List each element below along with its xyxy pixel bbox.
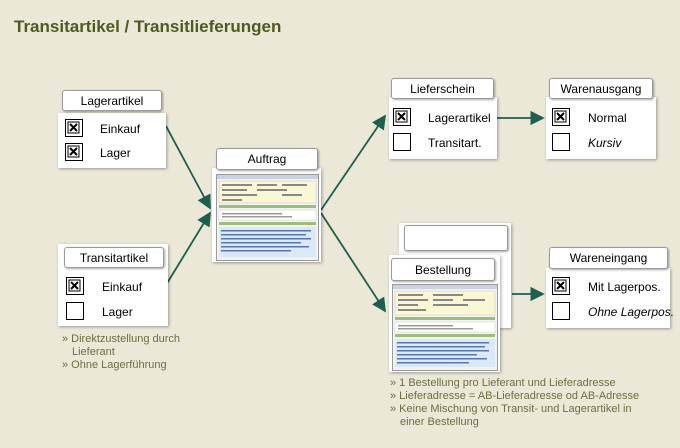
empty-box-icon bbox=[552, 302, 570, 320]
note-line: einer Bestellung bbox=[400, 416, 479, 428]
checked-box-icon bbox=[66, 277, 84, 295]
bestellung-notes: » 1 Bestellung pro Lieferant und Liefera… bbox=[390, 377, 639, 429]
auftrag-header: Auftrag bbox=[216, 148, 318, 170]
wareneingang-row-label: Mit Lagerpos. bbox=[588, 280, 661, 294]
bestellung-screenshot-thumbnail bbox=[392, 284, 498, 371]
empty-box-icon bbox=[393, 133, 411, 151]
bestellung-back-header bbox=[404, 225, 508, 251]
lieferschein-row-label: Transitart. bbox=[428, 136, 482, 150]
note-line: » Direktzustellung durch bbox=[62, 333, 181, 345]
lieferschein-row-label: Lagerartikel bbox=[428, 111, 491, 125]
note-line: Lieferant bbox=[72, 346, 115, 358]
checked-box-icon bbox=[65, 119, 83, 137]
transitartikel-row-label: Einkauf bbox=[102, 280, 143, 294]
note-line: » Lieferadresse = AB-Lieferadresse od AB… bbox=[390, 390, 640, 402]
checked-box-icon bbox=[65, 143, 83, 161]
lieferschein-header: Lieferschein bbox=[391, 78, 494, 99]
lagerartikel-row-label: Einkauf bbox=[100, 122, 141, 136]
arrow-transit-to-auftrag bbox=[165, 211, 211, 286]
arrow-lager-to-auftrag bbox=[165, 125, 211, 210]
warenausgang-row-label: Kursiv bbox=[588, 136, 622, 150]
checked-box-icon bbox=[393, 108, 411, 126]
arrow-auftrag-to-bestellung bbox=[320, 212, 386, 313]
transitartikel-notes: » Direktzustellung durch Lieferant » Ohn… bbox=[62, 333, 180, 372]
checked-box-icon bbox=[552, 108, 570, 126]
empty-box-icon bbox=[66, 302, 84, 320]
transitartikel-row-label: Lager bbox=[102, 305, 133, 319]
note-line: » Ohne Lagerführung bbox=[62, 359, 167, 371]
page-title: Transitartikel / Transitlieferungen bbox=[14, 17, 282, 36]
warenausgang-header: Warenausgang bbox=[549, 78, 653, 99]
checked-box-icon bbox=[552, 277, 570, 295]
empty-box-icon bbox=[552, 133, 570, 151]
lagerartikel-header: Lagerartikel bbox=[62, 90, 162, 111]
warenausgang-row-label: Normal bbox=[588, 111, 627, 125]
transitartikel-header: Transitartikel bbox=[64, 247, 164, 268]
lagerartikel-row-label: Lager bbox=[100, 146, 131, 160]
note-line: » Keine Mischung von Transit- und Lagera… bbox=[390, 403, 632, 415]
bestellung-header: Bestellung bbox=[391, 258, 495, 281]
arrow-auftrag-to-lieferschein bbox=[320, 114, 387, 211]
wareneingang-header: Wareneingang bbox=[549, 247, 668, 269]
auftrag-screenshot-thumbnail bbox=[216, 174, 319, 261]
wareneingang-row-label: Ohne Lagerpos. bbox=[588, 305, 675, 319]
note-line: » 1 Bestellung pro Lieferant und Liefera… bbox=[390, 377, 616, 389]
